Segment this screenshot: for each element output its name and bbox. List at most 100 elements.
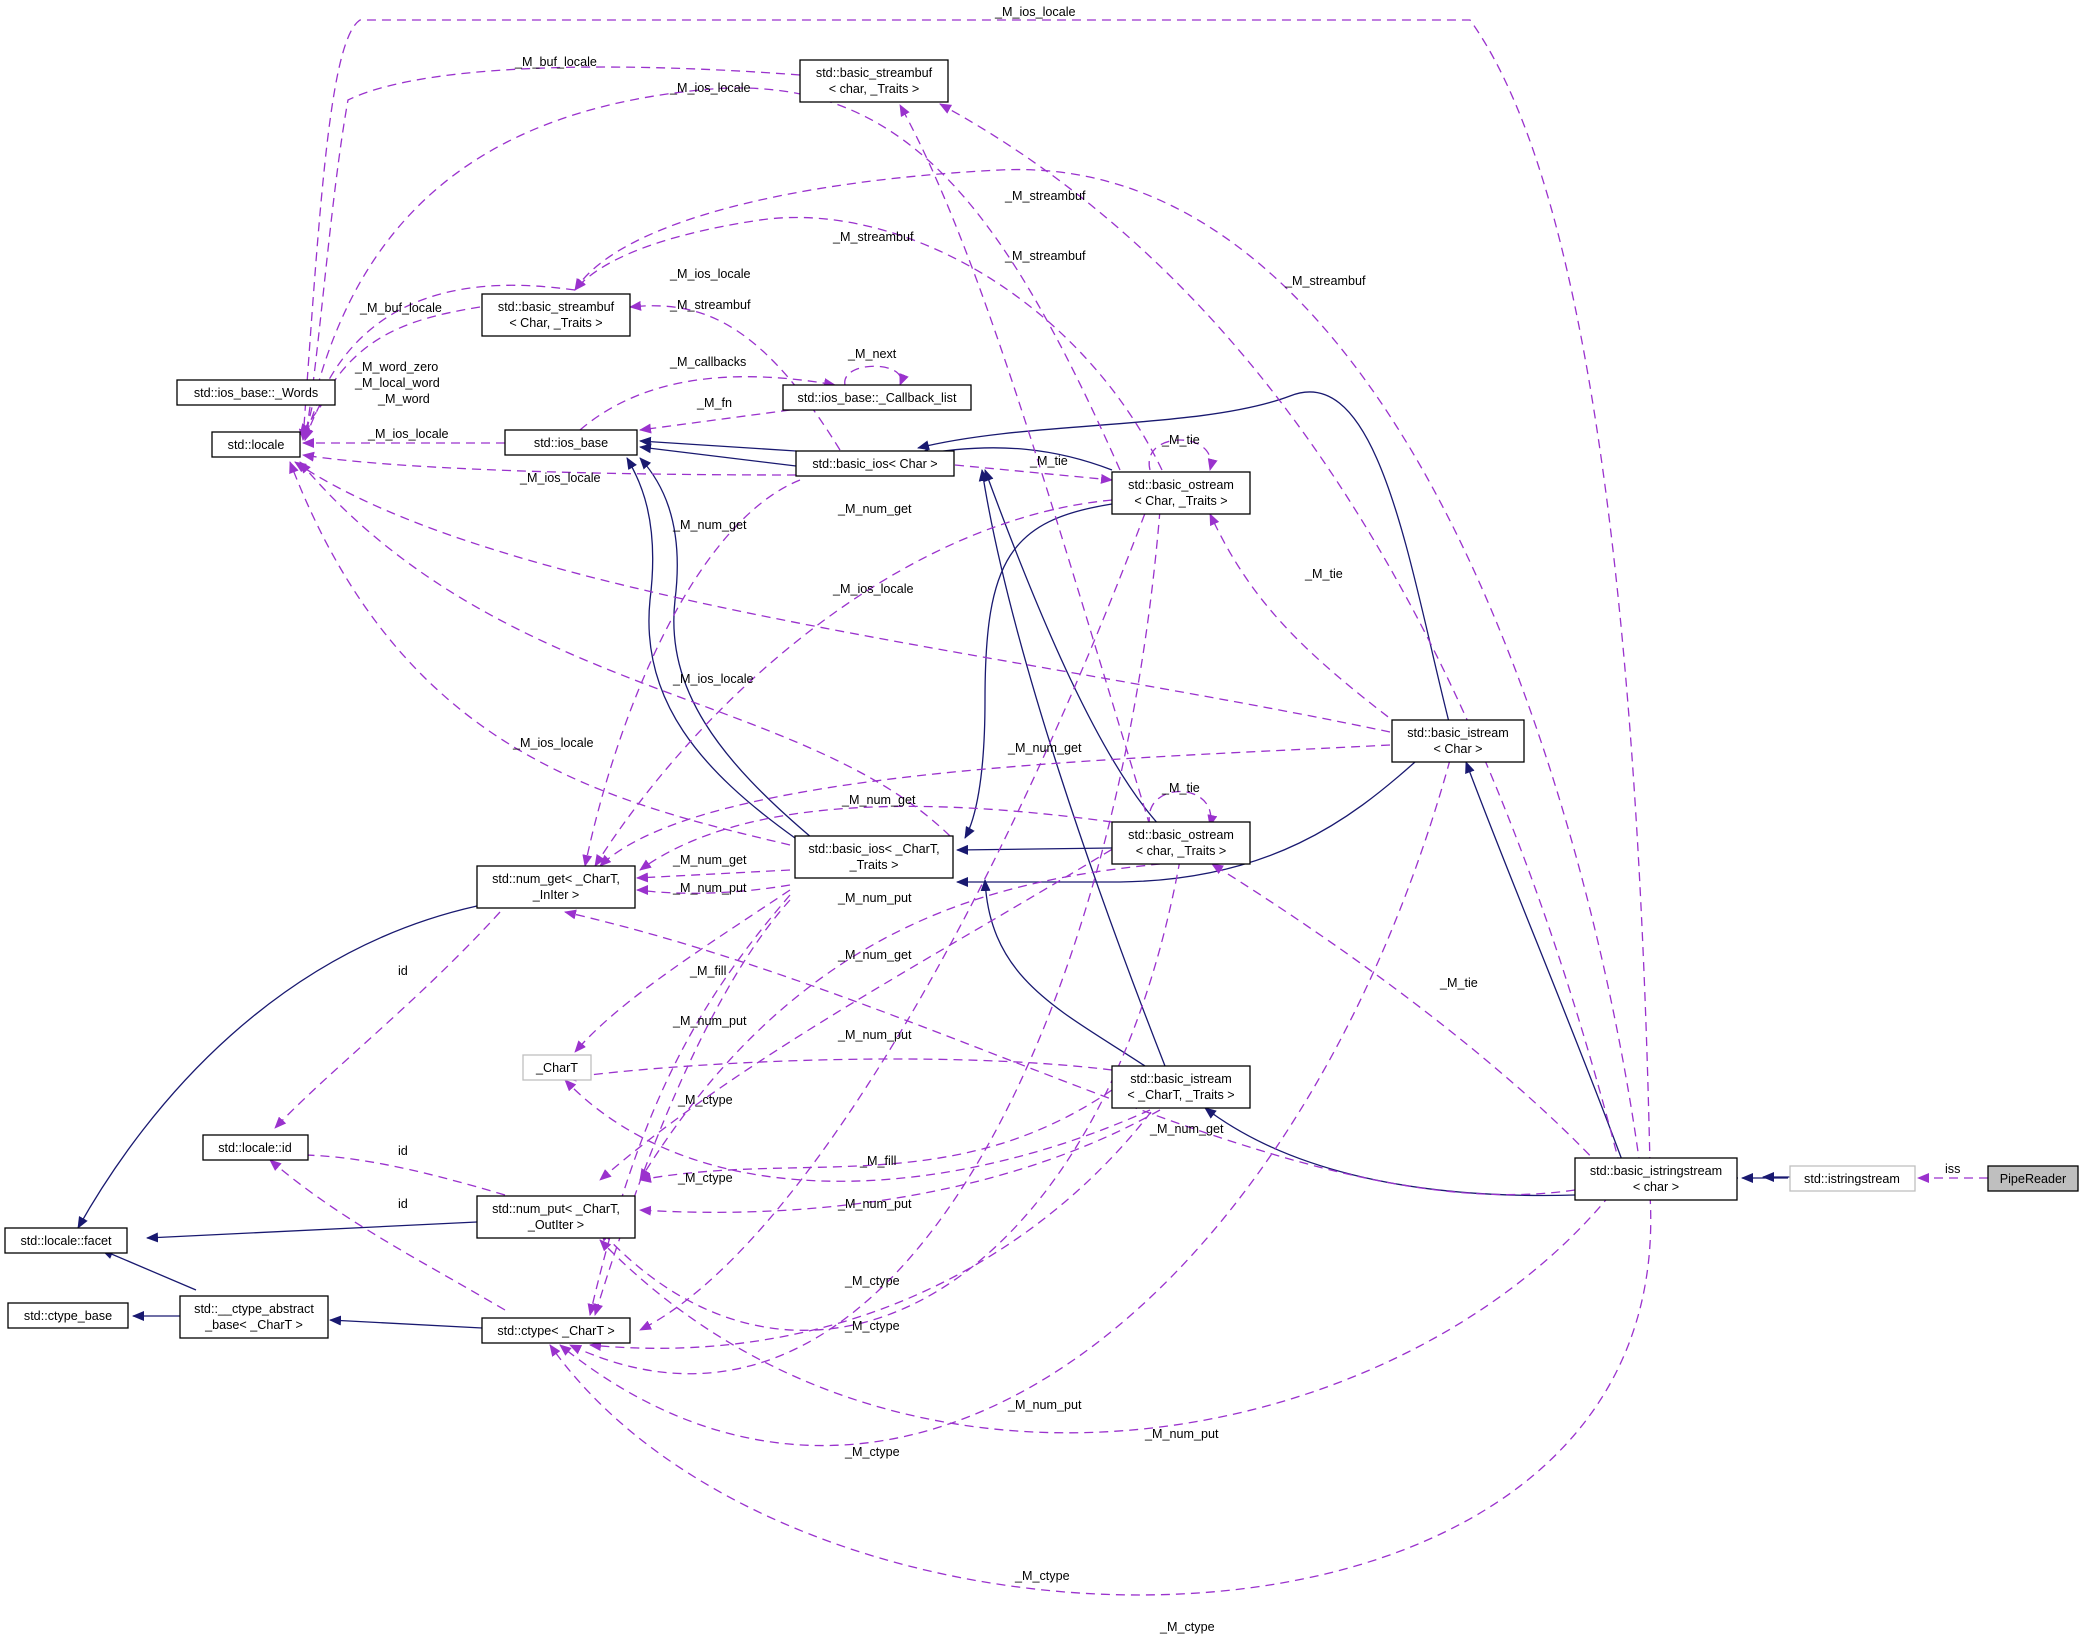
edge-basic-istringstream-to-basic-istream-char [1465, 761, 1623, 1161]
node-num-get[interactable]: std::num_get< _CharT, _InIter > [476, 865, 636, 909]
node-label: std::locale::id [218, 1141, 292, 1155]
node-streambuf-char[interactable]: std::basic_streambuf < Char, _Traits > [481, 293, 631, 337]
edge-num-put-to-locale-facet [146, 1221, 478, 1243]
node-label: < char, _Traits > [829, 82, 920, 96]
edge-label: _M_ctype [1159, 1620, 1215, 1634]
edge-label: _M_next [847, 347, 897, 361]
edge-streambuf-3 [899, 104, 1151, 827]
node-label: < _CharT, _Traits > [1127, 1088, 1234, 1102]
edge-tie-1 [954, 464, 1113, 484]
edge-ios-locale-2 [302, 87, 1121, 471]
edge-label: _M_num_get [837, 948, 912, 962]
node-ctype-base[interactable]: std::ctype_base [7, 1302, 129, 1329]
edge-ctype-5 [569, 509, 1161, 1375]
edge-num-get-6 [564, 909, 1576, 1196]
node-label: _CharT [535, 1061, 578, 1075]
node-label: _OutIter > [527, 1218, 584, 1232]
edge-ios-locale-top [298, 19, 1651, 1167]
edge-label: _M_ios_locale [512, 736, 594, 750]
node-label: std::num_get< _CharT, [492, 872, 620, 886]
edge-label: _M_ios_locale [519, 471, 601, 485]
edge-label: _M_num_get [841, 793, 916, 807]
node-streambuf-lchar[interactable]: std::basic_streambuf < char, _Traits > [799, 59, 949, 103]
edge-tie-4 [1148, 790, 1218, 827]
edge-streambuf-5 [629, 300, 841, 451]
edge-label: _M_num_get [1007, 741, 1082, 755]
edge-label: _M_num_put [672, 1014, 747, 1028]
edge-labels: iss _M_ios_locale _M_buf_locale _M_ios_l… [354, 5, 1960, 1634]
edge-basic-istream-chart-to-basic-ios-chart [980, 879, 1146, 1067]
edge-label: _M_ios_locale [669, 81, 751, 95]
edge-streambuf-1 [574, 169, 1641, 1167]
node-ctype-abstract[interactable]: std::__ctype_abstract _base< _CharT > [179, 1295, 329, 1339]
edge-num-put-6 [599, 859, 1181, 1331]
node-basic-istream-chart[interactable]: std::basic_istream < _CharT, _Traits > [1111, 1065, 1251, 1109]
edge-label: _M_word [377, 392, 430, 406]
edge-label: _M_ctype [844, 1274, 900, 1288]
edge-label: _M_tie [1304, 567, 1343, 581]
edge-label: _M_ios_locale [832, 582, 914, 596]
edge-ctype-to-ctype-abstract [329, 1315, 483, 1329]
edge-label: _M_buf_locale [359, 301, 442, 315]
node-label: std::ctype_base [24, 1309, 112, 1323]
edge-label: _M_tie [1029, 454, 1068, 468]
edge-num-put-7 [599, 1194, 1611, 1434]
edge-fill-1 [574, 889, 791, 1053]
edge-label: _M_callbacks [669, 355, 746, 369]
edge-label: _M_fn [696, 396, 732, 410]
edge-label: _M_num_get [837, 502, 912, 516]
node-basic-ios-chart[interactable]: std::basic_ios< _CharT, _Traits > [794, 835, 954, 879]
edge-label: _M_streambuf [1004, 249, 1086, 263]
edge-ios-locale-7 [299, 461, 951, 837]
node-label: std::basic_istream [1407, 726, 1509, 740]
edge-ios-locale-6 [294, 461, 1391, 733]
node-locale-facet[interactable]: std::locale::facet [4, 1227, 128, 1254]
node-pipereader[interactable]: PipeReader [1987, 1165, 2079, 1192]
node-istringstream[interactable]: std::istringstream [1789, 1165, 1916, 1192]
node-ctype[interactable]: std::ctype< _CharT > [481, 1317, 631, 1344]
edge-basic-ios-char-to-ios-base [639, 436, 797, 452]
inheritance-edges [77, 391, 1790, 1329]
edge-basic-ios-chart-to-ios-base [626, 457, 796, 839]
node-basic-istringstream[interactable]: std::basic_istringstream < char > [1574, 1157, 1738, 1201]
node-label: < char > [1633, 1180, 1679, 1194]
node-basic-istream-char[interactable]: std::basic_istream < Char > [1391, 719, 1525, 763]
usage-edges [269, 19, 1988, 1596]
edge-num-put-4 [564, 1058, 1113, 1082]
edge-num-get-4 [639, 805, 1113, 871]
edge-ctype-4 [589, 1099, 1161, 1352]
node-label: std::locale::facet [20, 1234, 112, 1248]
node-chart[interactable]: _CharT [522, 1054, 592, 1081]
node-words[interactable]: std::ios_base::_Words [176, 379, 336, 406]
edge-basic-ostream-lchar-to-basic-ios-chart [956, 844, 1113, 855]
edge-label: _M_num_get [672, 518, 747, 532]
edge-label: _M_ios_locale [672, 672, 754, 686]
edge-label: _M_ios_locale [669, 267, 751, 281]
edge-label: _M_num_put [837, 1197, 912, 1211]
node-num-put[interactable]: std::num_put< _CharT, _OutIter > [476, 1195, 636, 1239]
edge-label: id [398, 1197, 408, 1211]
edge-label: _M_num_put [672, 881, 747, 895]
edge-ctype-6 [559, 759, 1451, 1447]
node-basic-ostream-lchar[interactable]: std::basic_ostream < char, _Traits > [1111, 821, 1251, 865]
edge-basic-ostream-lchar-to-basic-ios-char [984, 469, 1161, 827]
node-ios-base[interactable]: std::ios_base [504, 429, 638, 456]
node-label: < Char, _Traits > [509, 316, 602, 330]
node-locale-id[interactable]: std::locale::id [202, 1134, 309, 1161]
node-locale[interactable]: std::locale [211, 431, 301, 458]
edge-label: _M_num_put [837, 1028, 912, 1042]
edge-callbacks [579, 376, 836, 431]
edge-label: _M_ctype [844, 1319, 900, 1333]
edge-label: id [398, 1144, 408, 1158]
edge-basic-istream-char-to-basic-ios-chart [956, 761, 1416, 887]
node-callback-list[interactable]: std::ios_base::_Callback_list [782, 384, 972, 411]
node-label: _base< _CharT > [204, 1318, 303, 1332]
node-basic-ostream-char[interactable]: std::basic_ostream < Char, _Traits > [1111, 471, 1251, 515]
edge-label: _M_ios_locale [367, 427, 449, 441]
node-label: _InIter > [532, 888, 580, 902]
edge-label: _M_ios_locale [994, 5, 1076, 19]
edge-buf-locale-2 [303, 306, 481, 441]
node-basic-ios-char[interactable]: std::basic_ios< Char > [795, 450, 955, 477]
edge-ctype-3 [639, 499, 1151, 1331]
